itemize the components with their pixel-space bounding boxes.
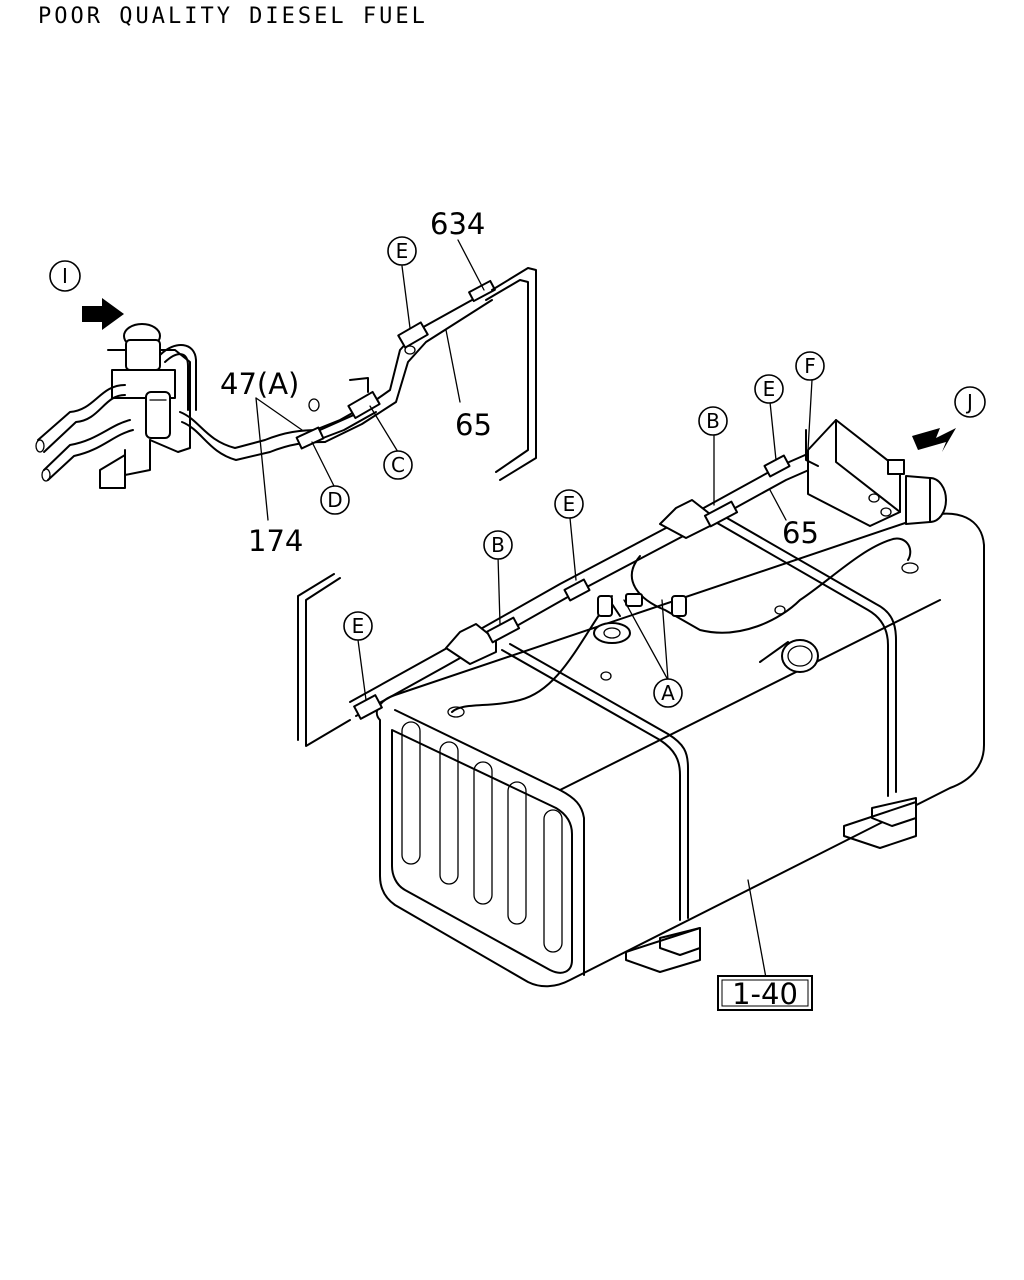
part-number-47a: 47(A) xyxy=(220,367,299,401)
fuel-tank xyxy=(375,512,985,988)
fuel-filter-assembly xyxy=(35,323,326,489)
callout-i: I xyxy=(49,260,81,292)
svg-text:E: E xyxy=(563,492,576,516)
callout-j: J xyxy=(954,386,986,418)
part-number-65-lower: 65 xyxy=(782,516,819,550)
svg-text:I: I xyxy=(62,264,68,288)
svg-text:F: F xyxy=(804,354,816,378)
svg-text:B: B xyxy=(491,533,505,557)
svg-text:D: D xyxy=(327,488,342,512)
callout-e-upper: E xyxy=(387,236,417,266)
svg-text:E: E xyxy=(396,239,409,263)
callout-a: A xyxy=(653,678,683,708)
part-number-634: 634 xyxy=(430,207,485,241)
tank-fuel-lines xyxy=(349,451,919,720)
svg-text:C: C xyxy=(391,453,405,477)
callout-d: D xyxy=(320,485,350,515)
svg-text:B: B xyxy=(706,409,720,433)
callout-e-right: E xyxy=(754,374,784,404)
callout-e-left: E xyxy=(343,611,373,641)
svg-text:J: J xyxy=(965,390,973,414)
part-number-1-40-box: 1-40 xyxy=(717,975,813,1011)
part-number-174: 174 xyxy=(248,524,303,558)
leader-lines xyxy=(255,239,813,979)
callout-c: C xyxy=(383,450,413,480)
view-arrow-j xyxy=(912,428,956,452)
svg-text:E: E xyxy=(352,614,365,638)
callout-b-left: B xyxy=(483,530,513,560)
part-number-65-upper: 65 xyxy=(455,408,492,442)
callout-b-right: B xyxy=(698,406,728,436)
page-title: POOR QUALITY DIESEL FUEL xyxy=(38,4,428,29)
right-filter-assembly xyxy=(805,419,947,527)
svg-text:A: A xyxy=(661,681,675,705)
callout-f: F xyxy=(795,351,825,381)
callout-e-middle: E xyxy=(554,489,584,519)
svg-text:E: E xyxy=(763,377,776,401)
part-number-1-40: 1-40 xyxy=(732,977,798,1011)
view-arrow-i xyxy=(82,298,124,330)
upper-fuel-lines xyxy=(295,279,496,450)
frame-rail-breaks xyxy=(297,267,537,747)
